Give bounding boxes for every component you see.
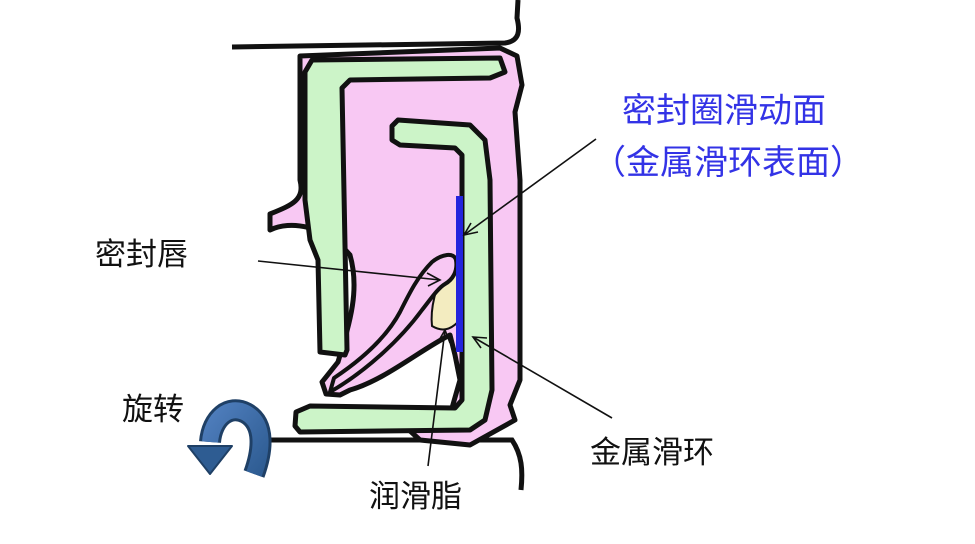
rotation-label: 旋转 bbox=[122, 392, 184, 428]
metal-insert bbox=[302, 55, 508, 358]
leader-sliding-surface bbox=[463, 138, 597, 236]
leader-seal-lip bbox=[257, 260, 441, 281]
arrowhead-metal-ring bbox=[471, 336, 488, 349]
metal-ring-label: 金属滑环 bbox=[590, 435, 714, 471]
sliding-surface-subtitle: （金属滑环表面） bbox=[592, 143, 864, 183]
metal-sliding-ring bbox=[292, 117, 495, 435]
seal-lip-label: 密封唇 bbox=[95, 237, 188, 273]
curved-arrow-icon bbox=[187, 399, 272, 478]
arrowhead-grease bbox=[437, 328, 451, 344]
arrowhead-sliding-surface bbox=[462, 222, 479, 237]
leader-grease bbox=[427, 329, 446, 467]
leader-metal-ring bbox=[472, 336, 613, 419]
grease-label: 润滑脂 bbox=[369, 479, 462, 515]
sliding-surface-highlight bbox=[456, 196, 463, 352]
housing-line bbox=[231, 0, 521, 50]
arrowhead-seal-lip bbox=[426, 272, 442, 287]
shaft-line bbox=[268, 437, 525, 491]
sliding-surface-title: 密封圈滑动面 bbox=[622, 91, 826, 131]
